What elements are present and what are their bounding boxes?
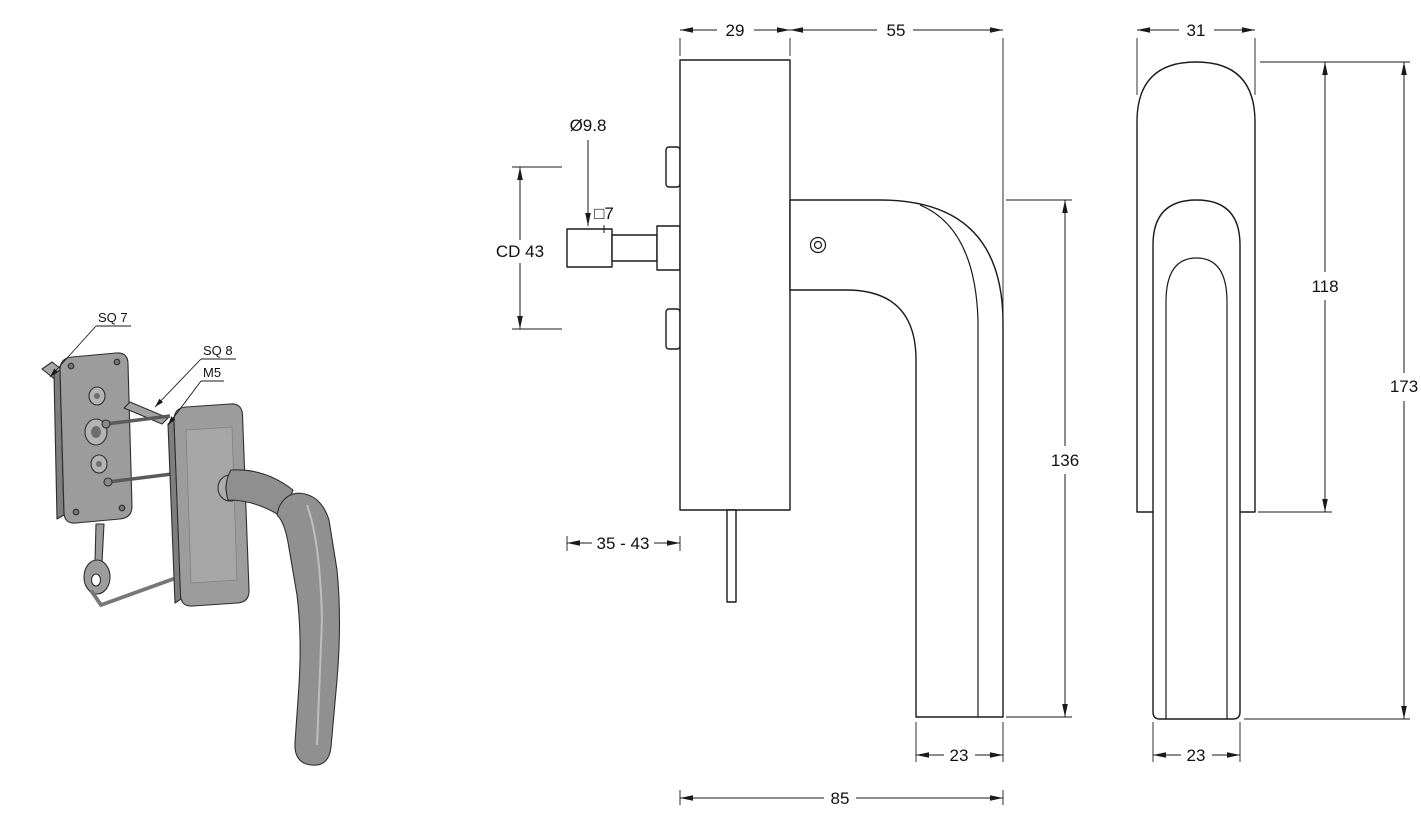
iso-screw-head — [103, 477, 113, 487]
iso-key-shaft — [94, 523, 105, 563]
iso-corner-screw — [67, 362, 75, 370]
iso-grip-highlight — [306, 504, 324, 746]
iso-key-bow-hole — [90, 573, 102, 587]
iso-screw-head — [101, 419, 111, 429]
dim-handle-reach: 55 — [790, 21, 1004, 316]
dim-label: 35 - 43 — [597, 534, 650, 553]
dim-grip-depth: 23 — [915, 722, 1004, 765]
iso-corner-screw — [118, 504, 126, 512]
dim-plate-depth: 29 — [679, 21, 791, 56]
iso-handle-neck — [225, 469, 294, 518]
label-m5: M5 — [203, 365, 221, 380]
dim-label: 118 — [1311, 277, 1338, 296]
dim-label: 23 — [1187, 746, 1206, 765]
dim-plate-height: 118 — [1258, 61, 1410, 513]
dim-label: 85 — [831, 789, 850, 808]
side-view: 29 55 Ø9.8 □7 CD 43 — [496, 21, 1079, 808]
front-view: 31 118 173 23 — [1136, 21, 1418, 765]
side-clip-bottom — [665, 308, 681, 350]
side-backplate — [679, 59, 791, 511]
side-spindle-square — [611, 234, 658, 262]
side-clip-top — [665, 146, 681, 188]
dim-grip-width: 23 — [1152, 722, 1241, 765]
side-spindle-cylinder — [566, 228, 613, 268]
side-handle — [789, 199, 1004, 718]
side-locking-rod — [726, 509, 737, 603]
dim-label: 23 — [950, 746, 969, 765]
dim-label: 173 — [1390, 377, 1418, 396]
dim-label: 31 — [1187, 21, 1206, 40]
dim-label: 55 — [887, 21, 906, 40]
side-screw-hole-inner — [813, 240, 823, 250]
dim-label: CD 43 — [496, 242, 544, 261]
iso-post-bottom-hole — [96, 461, 102, 467]
dim-total-depth: 85 — [679, 789, 1004, 808]
dim-total-height: 173 — [1244, 62, 1418, 720]
label-sq7: SQ 7 — [98, 310, 128, 325]
dim-plate-width: 31 — [1136, 21, 1256, 95]
front-grip-contour — [1165, 257, 1228, 719]
dim-label: Ø9.8 — [570, 116, 607, 135]
side-spindle-flange — [656, 225, 681, 271]
front-handle-grip — [1152, 199, 1241, 720]
isometric-view: SQ 7 SQ 8 M5 — [41, 310, 341, 766]
iso-corner-screw — [113, 358, 121, 366]
label-sq8: SQ 8 — [203, 343, 233, 358]
dim-label: 136 — [1051, 451, 1079, 470]
leader-line — [167, 380, 202, 426]
dim-handle-height: 136 — [1006, 199, 1079, 718]
dim-spindle-square: □7 — [594, 204, 614, 233]
leader-line — [49, 325, 97, 378]
iso-rosette-panel — [185, 426, 238, 584]
dim-label: □7 — [594, 204, 614, 223]
dim-label: 29 — [726, 21, 745, 40]
iso-post-top-hole — [94, 393, 100, 399]
iso-corner-screw — [72, 508, 80, 516]
iso-hub-hole — [91, 426, 101, 438]
dim-spindle-length: 35 - 43 — [566, 534, 681, 553]
iso-handle-grip — [276, 492, 341, 766]
side-grip-contour — [919, 204, 979, 717]
iso-screw-m5 — [107, 472, 173, 484]
side-screw-hole — [809, 236, 827, 254]
dim-centre-distance: CD 43 — [496, 166, 562, 330]
dim-spindle-diameter: Ø9.8 — [570, 116, 607, 226]
iso-screw-m5 — [105, 414, 171, 426]
leader-line — [154, 358, 202, 408]
